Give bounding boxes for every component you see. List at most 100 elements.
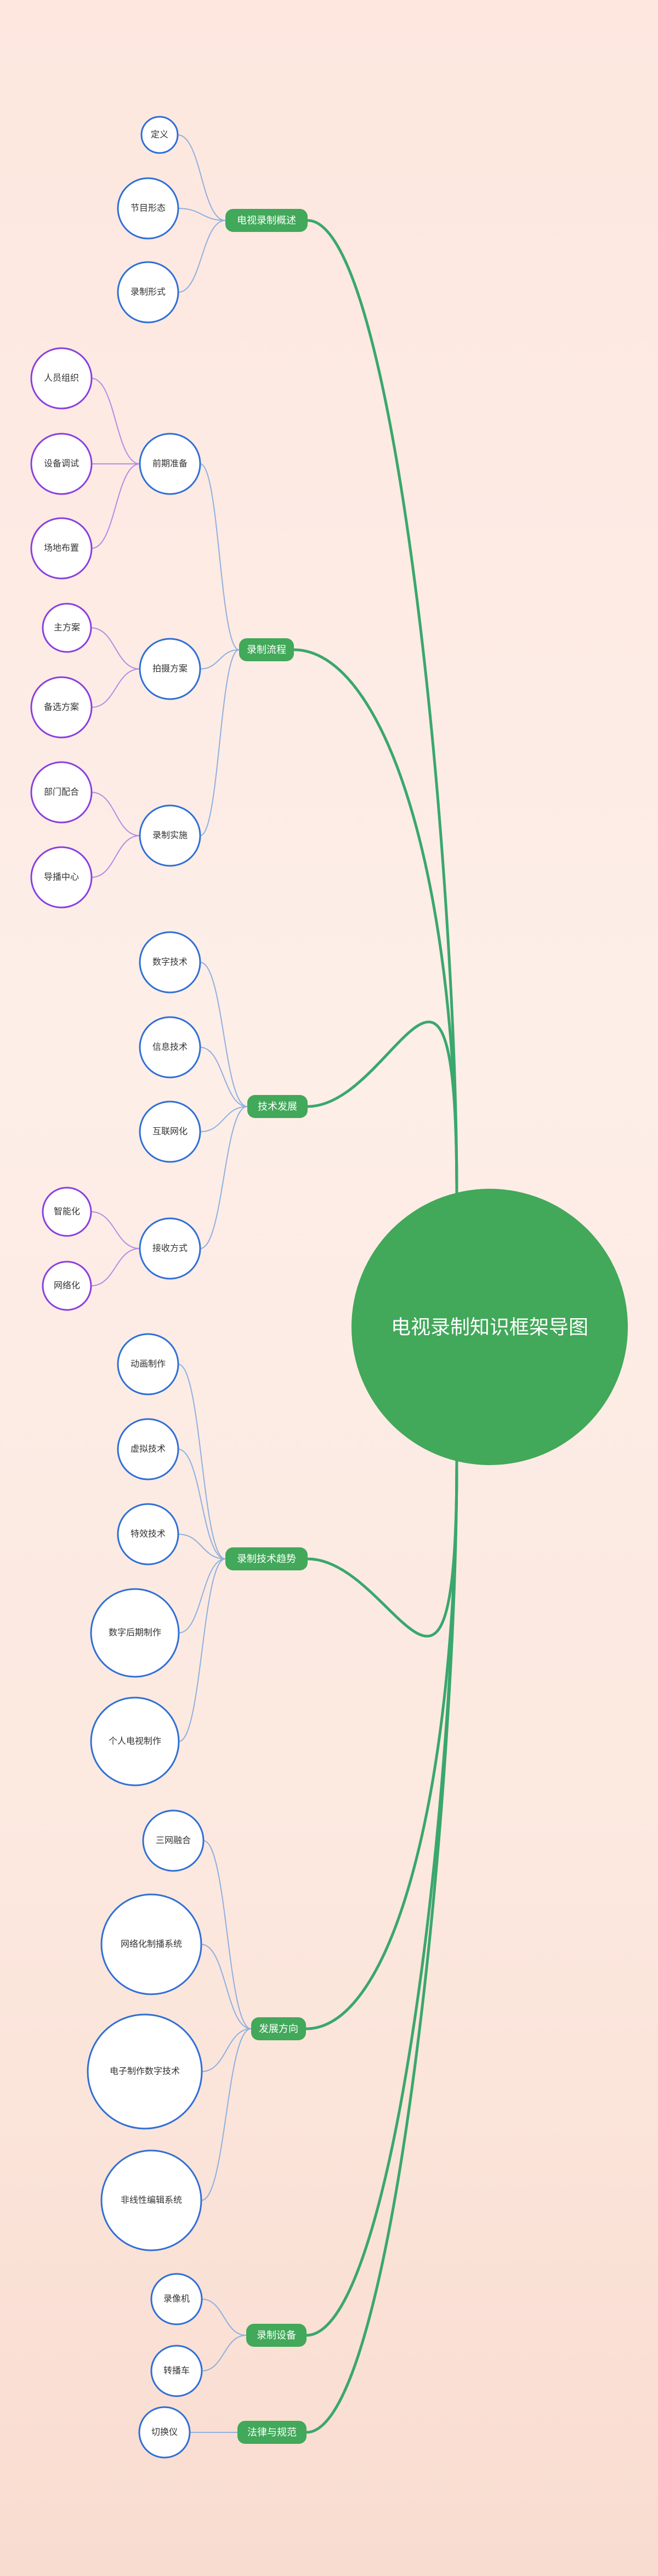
leaf-node-circle — [30, 517, 93, 580]
branch-link — [201, 2028, 252, 2072]
leaf-node[interactable]: 非线性编辑系统 — [100, 2149, 202, 2251]
sub-node[interactable]: 录制实施 — [139, 804, 201, 867]
branch-label: 录制设备 — [257, 2330, 296, 2341]
leaf-node[interactable]: 个人电视制作 — [90, 1696, 180, 1786]
leaf-node[interactable]: 三网融合 — [142, 1809, 205, 1872]
leaf-node[interactable]: 虚拟技术 — [117, 1418, 179, 1480]
sub-node[interactable]: 接收方式 — [139, 1217, 201, 1280]
leaf-node[interactable]: 智能化 — [42, 1187, 92, 1237]
leaf-node[interactable]: 人员组织 — [30, 347, 93, 410]
sub-node[interactable]: 前期准备 — [139, 433, 201, 495]
leaf-node-circle — [100, 2149, 202, 2251]
sub-link — [91, 792, 140, 836]
leaf-node[interactable]: 部门配合 — [30, 761, 93, 824]
sub-link — [91, 463, 140, 549]
leaf-node-label: 备选方案 — [44, 702, 79, 712]
connector-lines — [90, 134, 458, 2434]
leaf-node-label: 非线性编辑系统 — [121, 2195, 182, 2205]
leaf-node[interactable]: 动画制作 — [117, 1333, 179, 1395]
branch-6[interactable]: 录制设备 — [246, 2324, 307, 2347]
sub-node-label: 拍摄方案 — [152, 664, 188, 674]
leaf-node-circle — [30, 347, 93, 410]
branch-5[interactable]: 发展方向 — [251, 2017, 306, 2040]
leaf-node-label: 特效技术 — [131, 1529, 166, 1539]
branch-3[interactable]: 技术发展 — [247, 1095, 308, 1118]
leaf-node[interactable]: 录像机 — [150, 2273, 203, 2325]
sub-link — [91, 668, 140, 708]
leaf-node-circle — [140, 116, 179, 154]
leaf-node-circle — [42, 603, 92, 653]
leaf-node-label: 互联网化 — [152, 1127, 188, 1137]
sub-link — [90, 1211, 140, 1249]
branch-7[interactable]: 法律与规范 — [237, 2421, 307, 2444]
leaf-node-label: 人员组织 — [44, 373, 79, 383]
leaf-node-circle — [139, 931, 201, 994]
leaf-node[interactable]: 场地布置 — [30, 517, 93, 580]
sub-link — [91, 378, 140, 464]
branch-4[interactable]: 录制技术趋势 — [225, 1547, 308, 1570]
leaf-node[interactable]: 节目形态 — [117, 177, 179, 240]
leaf-node-circle — [117, 1333, 179, 1395]
branch-link — [200, 649, 240, 836]
leaf-node[interactable]: 电子制作数字技术 — [87, 2013, 203, 2130]
branch-link — [178, 220, 226, 293]
branch-link — [178, 1558, 226, 1742]
leaf-node[interactable]: 导播中心 — [30, 846, 93, 909]
leaf-node-label: 录像机 — [163, 2294, 190, 2304]
leaf-node-circle — [117, 1418, 179, 1480]
branch-link — [201, 2335, 247, 2371]
branch-link — [178, 1534, 226, 1559]
leaf-node[interactable]: 设备调试 — [30, 433, 93, 495]
leaf-node[interactable]: 转播车 — [150, 2345, 203, 2397]
branch-link — [178, 208, 226, 221]
leaf-node-label: 转播车 — [163, 2366, 190, 2376]
leaf-node[interactable]: 特效技术 — [117, 1503, 179, 1565]
root-connector — [306, 219, 458, 1197]
sub-node-circle — [139, 1217, 201, 1280]
branch-link — [200, 463, 240, 650]
branch-link — [200, 649, 240, 669]
root-node[interactable]: 电视录制知识框架导图 — [351, 1189, 628, 1465]
leaf-node[interactable]: 网络化制播系统 — [100, 1893, 202, 1995]
leaf-node-label: 虚拟技术 — [131, 1444, 166, 1454]
branch-label: 录制流程 — [247, 644, 286, 655]
leaf-node[interactable]: 备选方案 — [30, 676, 93, 739]
leaf-node-label: 场地布置 — [44, 543, 79, 553]
branch-link — [200, 1106, 248, 1132]
leaf-node[interactable]: 数字后期制作 — [90, 1588, 180, 1678]
leaf-node-label: 录制形式 — [131, 287, 166, 297]
leaf-node[interactable]: 网络化 — [42, 1261, 92, 1311]
branch-1[interactable]: 电视录制概述 — [225, 209, 308, 232]
sub-node[interactable]: 拍摄方案 — [139, 638, 201, 700]
leaf-node[interactable]: 录制形式 — [117, 261, 179, 324]
root-connector — [292, 648, 458, 1197]
leaf-node-label: 主方案 — [54, 623, 80, 633]
leaf-node-circle — [150, 2273, 203, 2325]
leaf-node-circle — [42, 1261, 92, 1311]
branch-pill — [247, 1095, 308, 1118]
leaf-node-label: 网络化制播系统 — [121, 1939, 182, 1949]
leaf-node[interactable]: 互联网化 — [139, 1100, 201, 1163]
leaf-node[interactable]: 数字技术 — [139, 931, 201, 994]
branch-link — [201, 2028, 252, 2201]
branch-2[interactable]: 录制流程 — [239, 638, 294, 661]
leaf-node-circle — [142, 1809, 205, 1872]
leaf-node-circle — [30, 846, 93, 909]
leaf-node-label: 信息技术 — [152, 1042, 188, 1052]
leaf-node[interactable]: 定义 — [140, 116, 179, 154]
leaf-node-circle — [90, 1696, 180, 1786]
root-connector — [306, 1457, 458, 1638]
leaf-node[interactable]: 主方案 — [42, 603, 92, 653]
branch-pill — [225, 209, 308, 232]
leaf-node-circle — [100, 1893, 202, 1995]
branch-pill — [237, 2421, 307, 2444]
leaf-node[interactable]: 信息技术 — [139, 1016, 201, 1079]
branch-link — [200, 1047, 248, 1107]
leaf-node-label: 个人电视制作 — [109, 1737, 161, 1746]
branch-link — [200, 1106, 248, 1249]
leaf-node[interactable]: 切换仪 — [138, 2406, 191, 2459]
root-label: 电视录制知识框架导图 — [391, 1316, 588, 1338]
leaf-node-label: 导播中心 — [44, 872, 79, 882]
